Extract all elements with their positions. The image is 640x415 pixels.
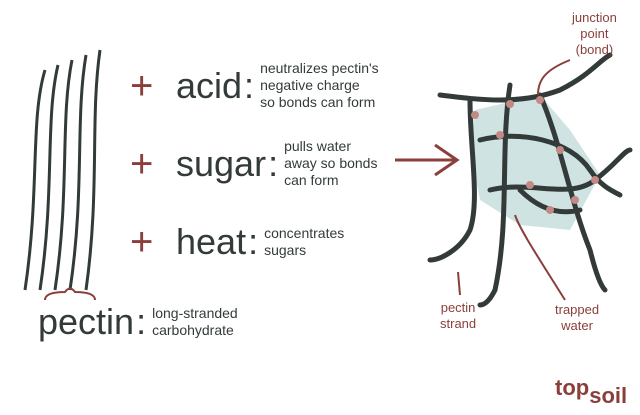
- brace-icon: [44, 287, 96, 301]
- desc-line: can form: [284, 172, 339, 188]
- logo-top: top: [555, 375, 590, 400]
- colon: :: [136, 301, 147, 342]
- pectin-strands-icon: [23, 49, 102, 291]
- desc-line: concentrates: [264, 225, 345, 241]
- ingredient-sugar: sugar: [176, 142, 267, 184]
- gel-network-icon: [427, 52, 633, 308]
- sugar-description: pulls water away so bonds can form: [284, 138, 377, 189]
- label-line: point: [580, 26, 609, 41]
- label-line: water: [561, 318, 593, 333]
- junction-point-label: junction point (bond): [572, 10, 617, 58]
- ingredient-acid: acid: [176, 64, 243, 106]
- pectin-row: pectin : long-stranded carbohydrate: [38, 302, 238, 342]
- desc-line: pulls water: [284, 138, 351, 154]
- colon: :: [268, 142, 279, 184]
- heat-row: + heat : concentrates sugars: [130, 220, 344, 264]
- desc-line: sugars: [264, 242, 307, 258]
- desc-line: negative charge: [260, 77, 360, 93]
- colon: :: [244, 64, 255, 106]
- pectin-label: pectin: [38, 301, 135, 342]
- trapped-water-label: trapped water: [555, 302, 599, 334]
- acid-row: + acid : neutralizes pectin's negative c…: [130, 60, 379, 111]
- desc-line: long-stranded: [152, 305, 238, 321]
- label-line: (bond): [575, 42, 614, 57]
- desc-line: carbohydrate: [152, 322, 234, 338]
- label-line: pectin: [440, 300, 476, 315]
- plus-sign: +: [130, 63, 154, 108]
- pectin-description: long-stranded carbohydrate: [152, 305, 238, 339]
- junction-points: [471, 96, 599, 214]
- sugar-row: + sugar : pulls water away so bonds can …: [130, 138, 377, 189]
- pectin-strand-label: pectin strand: [440, 300, 476, 332]
- topsoil-logo: topsoil: [555, 375, 627, 408]
- desc-line: neutralizes pectin's: [260, 60, 379, 76]
- desc-line: away so bonds: [284, 155, 378, 171]
- plus-sign: +: [130, 141, 154, 186]
- label-line: strand: [440, 316, 477, 331]
- logo-soil: soil: [589, 383, 628, 408]
- label-line: trapped: [555, 302, 600, 317]
- plus-sign: +: [130, 220, 154, 264]
- label-line: junction: [572, 10, 617, 25]
- acid-description: neutralizes pectin's negative charge so …: [260, 60, 379, 111]
- heat-description: concentrates sugars: [264, 225, 344, 259]
- colon: :: [248, 221, 259, 262]
- arrow-icon: [395, 143, 460, 177]
- desc-line: so bonds can form: [260, 94, 376, 110]
- ingredient-heat: heat: [176, 221, 247, 262]
